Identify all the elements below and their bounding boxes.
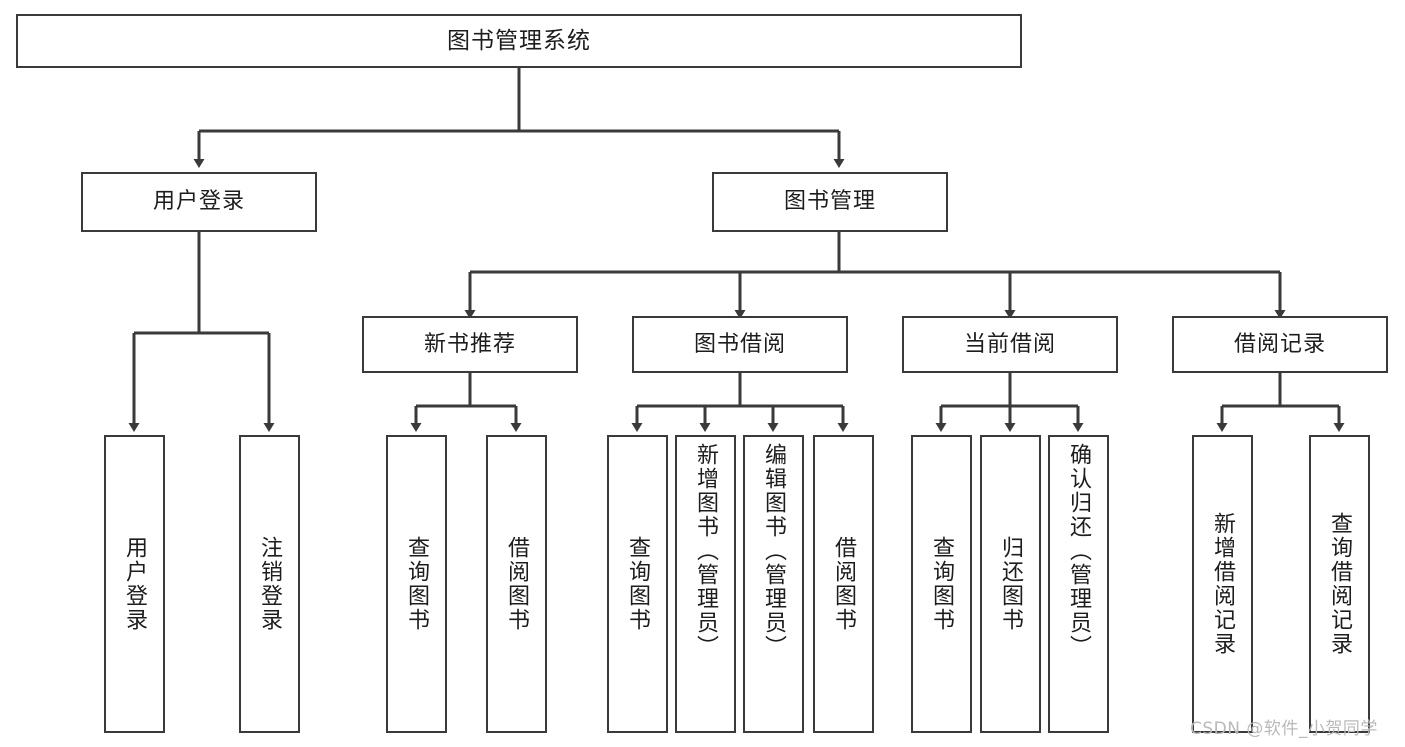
- node-leaf-add-record-label: 新增借阅记录: [1210, 512, 1236, 656]
- node-book-manage-label: 图书管理: [783, 189, 876, 215]
- node-leaf-edit-book-label: 编辑图书（管理员）: [761, 443, 787, 659]
- node-leaf-add-book-label: 新增图书（管理员）: [693, 443, 719, 659]
- node-leaf-logout[interactable]: 注销登录: [239, 435, 300, 733]
- node-leaf-query-book-2[interactable]: 查询图书: [607, 435, 668, 733]
- node-leaf-query-book-1-label: 查询图书: [404, 536, 430, 632]
- node-book-borrow[interactable]: 图书借阅: [632, 316, 848, 373]
- node-leaf-user-login-label: 用户登录: [122, 536, 148, 632]
- node-leaf-add-record[interactable]: 新增借阅记录: [1192, 435, 1253, 733]
- node-borrow-record-label: 借阅记录: [1233, 331, 1326, 357]
- csdn-watermark: CSDN @软件_小贺同学: [1190, 714, 1378, 739]
- node-leaf-return-book-label: 归还图书: [998, 536, 1024, 632]
- csdn-watermark-text: CSDN @软件_小贺同学: [1190, 719, 1378, 739]
- node-leaf-borrow-book-1[interactable]: 借阅图书: [486, 435, 547, 733]
- node-leaf-return-book[interactable]: 归还图书: [980, 435, 1041, 733]
- node-leaf-query-book-3[interactable]: 查询图书: [911, 435, 972, 733]
- node-leaf-query-book-1[interactable]: 查询图书: [386, 435, 447, 733]
- node-book-manage[interactable]: 图书管理: [712, 172, 948, 232]
- node-new-book-recommend[interactable]: 新书推荐: [362, 316, 578, 373]
- node-leaf-add-book[interactable]: 新增图书（管理员）: [675, 435, 736, 733]
- node-root-label: 图书管理系统: [447, 27, 591, 54]
- node-current-borrow[interactable]: 当前借阅: [902, 316, 1118, 373]
- node-leaf-edit-book[interactable]: 编辑图书（管理员）: [743, 435, 804, 733]
- node-new-book-recommend-label: 新书推荐: [423, 331, 516, 357]
- node-root[interactable]: 图书管理系统: [16, 14, 1022, 68]
- node-borrow-record[interactable]: 借阅记录: [1172, 316, 1388, 373]
- node-leaf-confirm-return[interactable]: 确认归还（管理员）: [1048, 435, 1109, 733]
- node-leaf-query-record[interactable]: 查询借阅记录: [1309, 435, 1370, 733]
- node-leaf-confirm-return-label: 确认归还（管理员）: [1066, 443, 1092, 659]
- node-leaf-query-book-2-label: 查询图书: [625, 536, 651, 632]
- node-current-borrow-label: 当前借阅: [963, 331, 1056, 357]
- node-leaf-borrow-book-1-label: 借阅图书: [504, 536, 530, 632]
- node-leaf-query-book-3-label: 查询图书: [929, 536, 955, 632]
- node-user-login-label: 用户登录: [152, 189, 245, 215]
- node-leaf-borrow-book-2-label: 借阅图书: [831, 536, 857, 632]
- node-user-login[interactable]: 用户登录: [81, 172, 317, 232]
- node-book-borrow-label: 图书借阅: [693, 331, 786, 357]
- node-leaf-user-login[interactable]: 用户登录: [104, 435, 165, 733]
- node-leaf-borrow-book-2[interactable]: 借阅图书: [813, 435, 874, 733]
- node-leaf-query-record-label: 查询借阅记录: [1327, 512, 1353, 656]
- node-leaf-logout-label: 注销登录: [257, 536, 283, 632]
